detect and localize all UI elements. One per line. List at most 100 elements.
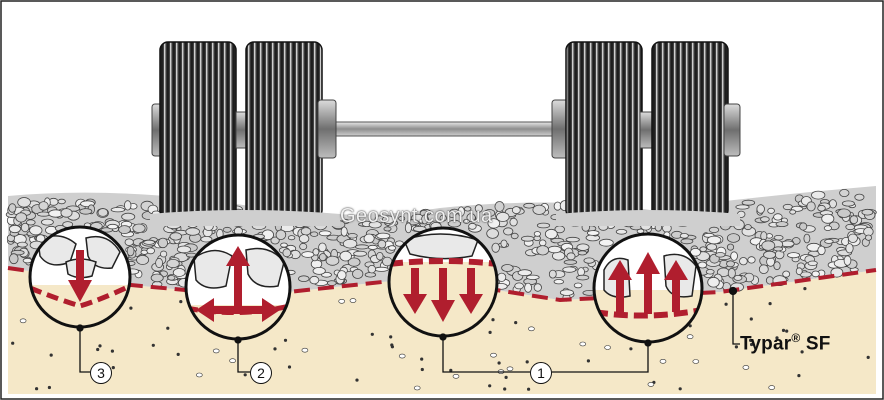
gravel-stone [733,274,743,281]
down-arrow-icon [68,250,92,302]
gravel-stone [447,219,462,228]
soil-speck [866,355,870,360]
gravel-stone [544,228,558,240]
gravel-stone [298,234,310,244]
gravel-stone [387,245,397,251]
gravel-stone [376,232,391,240]
gravel-stone [486,228,499,239]
gravel-stone [782,270,791,278]
gravel-stone [15,212,28,223]
gravel-stone [708,226,720,233]
callout-number-1: 1 [530,362,552,384]
leader-line-product [732,291,740,345]
gravel-stone [318,242,327,253]
gravel-stone [839,188,850,197]
gravel-stone [726,233,741,243]
detail-circle-3 [28,225,132,329]
gravel-stone [468,222,477,230]
gravel-stone [843,255,852,266]
soil-speck [506,366,514,372]
soil-speck [748,338,753,343]
gravel-stone [398,215,406,222]
soil-speck [420,357,424,361]
up-arrow-icon [608,252,688,314]
registered-mark: ® [791,331,801,345]
down-arrow-icon [403,268,483,322]
gravel-stone [727,267,736,279]
soil-speck [490,352,497,358]
gravel-stone [726,243,735,251]
gravel-stone [287,235,296,241]
soil-speck [803,287,807,291]
gravel-stone [97,208,109,217]
gravel-stone [497,272,507,282]
gravel-stone [166,258,180,268]
gravel-stone [41,218,54,226]
gravel-stone [464,206,472,212]
soil-speck [686,334,694,340]
gravel-stone [326,280,337,286]
gravel-stone [586,230,600,236]
gravel-stone [310,231,319,237]
gravel-stone [773,246,784,252]
gravel-stone [364,272,377,278]
gravel-stone [566,252,576,261]
gravel-stone [123,200,132,211]
gravel-stone [126,245,135,257]
gravel-stone [20,222,30,233]
tire-inner-left [245,41,323,219]
soil-speck [586,359,591,363]
soil-speck [452,373,460,379]
soil-speck [151,343,155,347]
gravel-stone [562,266,577,273]
gravel-stone [747,256,756,264]
gravel-stone [376,252,384,261]
callout-number-3: 3 [90,362,112,384]
soil-specks [11,287,870,391]
soil-speck [604,345,611,350]
soil-speck [349,298,357,303]
gravel-stone [795,267,803,276]
gravel-stone [806,201,816,212]
soil-speck [768,385,776,390]
gravel-stone [474,204,483,213]
gravel-stone [807,260,818,266]
gravel-stone [124,238,134,246]
gravel-stone [730,251,738,261]
soil-speck [273,347,277,351]
soil-speck [678,387,682,391]
gravel-stone [525,274,540,280]
gravel-stone [136,254,150,265]
gravel-stone [381,215,395,225]
soil-speck [504,375,508,380]
soil-speck [734,345,739,349]
gravel-stone [367,265,376,274]
gravel-stone [615,229,628,235]
gravel-stone [503,227,514,236]
gravel-stone [8,224,21,234]
soil-speck [420,367,424,372]
soil-speck [688,324,692,328]
soil-speck [497,361,501,365]
gravel-stone [739,257,748,266]
soil-speck [629,347,633,351]
soil-speck [370,332,374,336]
gravel-stone [309,275,320,285]
gravel-stone [353,250,368,257]
soil-speck [514,321,518,325]
soil-speck [579,341,587,347]
gravel-stone [758,264,769,275]
gravel-stone [828,199,837,209]
gravel-stone [121,212,136,221]
gravel-stone [706,235,722,245]
gravel-stone [756,204,765,214]
gravel-stone [200,235,213,243]
gravel-stone [110,207,126,213]
gravel-stone [483,209,496,217]
soil-speck [129,306,133,310]
gravel-stone [803,233,811,244]
gravel-stone [298,275,310,283]
gravel-stone [847,233,858,244]
gravel-stone [817,204,826,212]
